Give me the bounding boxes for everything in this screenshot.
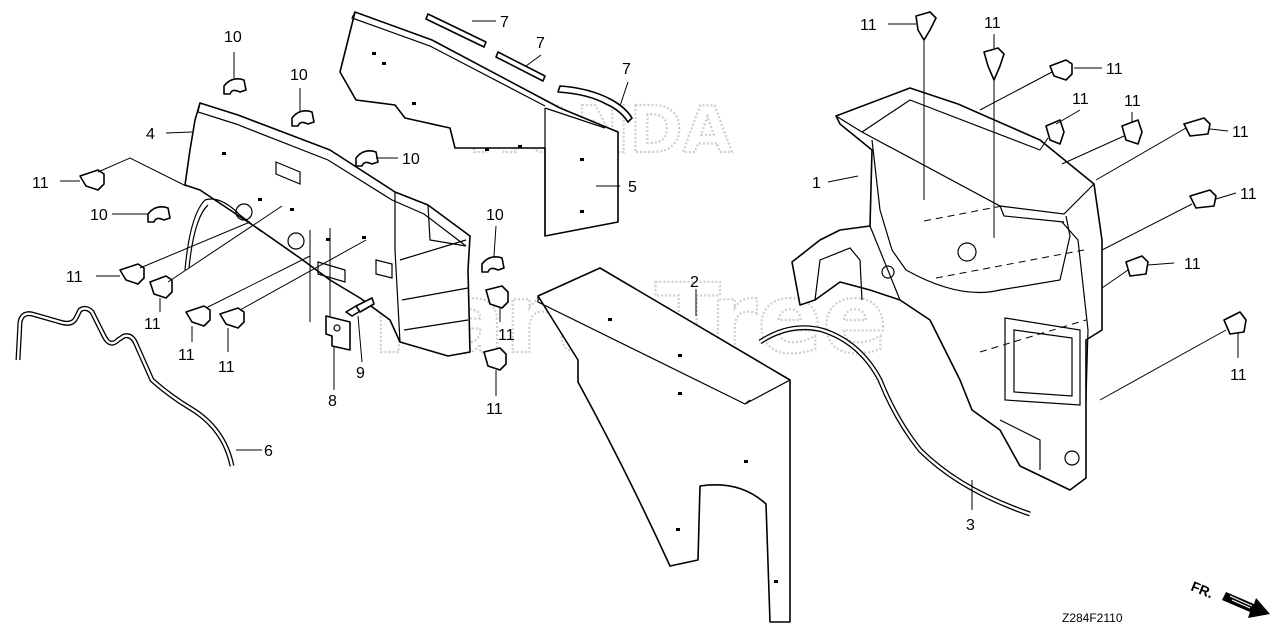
callout-1: 1	[812, 175, 821, 192]
part-1-main-housing	[791, 87, 1103, 491]
part-4-duct-housing	[184, 102, 471, 357]
part-3-seal-strip	[758, 325, 1031, 517]
callout-11j: 11	[1106, 61, 1123, 78]
part-11-retainers	[79, 11, 1247, 371]
callout-11f: 11	[498, 327, 515, 344]
callout-11a: 11	[32, 175, 49, 192]
callout-11i: 11	[984, 15, 1001, 32]
callout-9: 9	[356, 365, 365, 382]
front-label: FR.	[1189, 578, 1216, 601]
part-10-clips	[147, 78, 505, 273]
part-8-bracket	[325, 315, 351, 351]
assembly-dashed-lines	[923, 205, 1087, 353]
part-5-rear-panel	[339, 11, 619, 237]
callout-11l: 11	[1124, 93, 1141, 110]
callout-10e: 10	[486, 207, 504, 224]
callout-11o: 11	[1184, 256, 1201, 273]
callout-5: 5	[628, 179, 637, 196]
part-7-seal-strips	[425, 13, 633, 123]
part-6-wire-rod	[15, 305, 235, 467]
callout-11d: 11	[178, 347, 195, 364]
callout-11h: 11	[860, 17, 877, 34]
callout-labels: 1 2 3 4 5 6 7 7 7 8 9 10 10 10 10 10 11 …	[32, 14, 1257, 534]
callout-10a: 10	[224, 29, 242, 46]
callout-11e: 11	[218, 359, 235, 376]
callout-10c: 10	[402, 151, 420, 168]
callout-2: 2	[690, 274, 699, 291]
callout-4: 4	[146, 126, 155, 143]
part-2-front-panel	[537, 267, 791, 623]
part-9-bolt	[345, 297, 375, 317]
callout-3: 3	[966, 517, 975, 534]
callout-8: 8	[328, 393, 337, 410]
callout-10d: 10	[90, 207, 108, 224]
callout-11n: 11	[1240, 186, 1257, 203]
callout-11b: 11	[66, 269, 83, 286]
diagram-code: Z284F2110	[1062, 611, 1123, 625]
callout-11p: 11	[1230, 367, 1247, 384]
callout-6: 6	[264, 443, 273, 460]
callout-10b: 10	[290, 67, 308, 84]
front-arrow-icon	[1222, 592, 1270, 618]
callout-7c: 7	[622, 61, 631, 78]
callout-11c: 11	[144, 316, 161, 333]
front-direction-indicator: FR.	[1189, 578, 1270, 618]
callout-7b: 7	[536, 35, 545, 52]
leader-lines	[60, 20, 1239, 510]
callout-11g: 11	[486, 401, 503, 418]
callout-11k: 11	[1072, 91, 1089, 108]
callout-7a: 7	[500, 14, 509, 31]
callout-11m: 11	[1232, 124, 1249, 141]
